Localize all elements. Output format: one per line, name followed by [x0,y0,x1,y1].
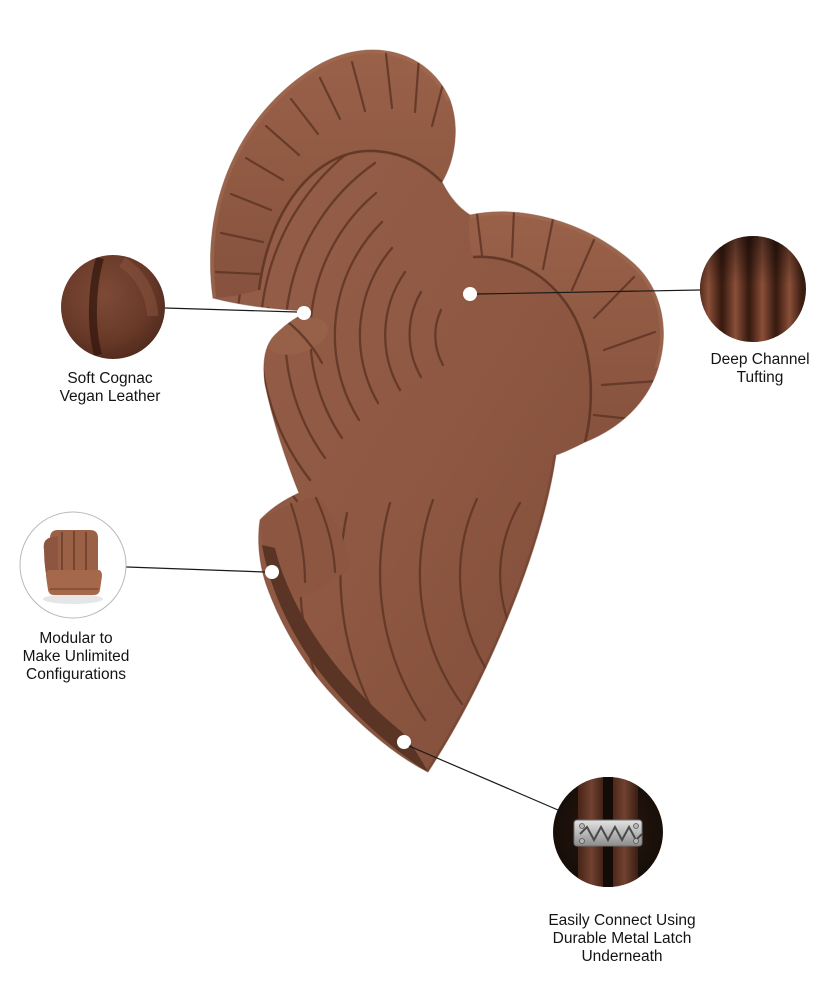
sofa-backrest-right-inner-edge [472,255,593,443]
callout-lines [125,289,701,811]
callout-label-line: Vegan Leather [59,388,161,405]
callout-line-material [164,307,298,313]
sofa-backrest-right-channels [475,208,659,422]
callout-label-line: Soft Cognac [67,370,153,387]
callout-thumbnail-tufting [700,236,806,342]
callout-label-latch: Easily Connect Using Durable Metal Latch… [548,912,695,966]
callout-label-line: Tufting [736,369,784,386]
callout-label-tufting: Deep Channel Tufting [710,351,809,387]
callout-thumbnail-material [61,255,165,359]
callout-line-modular [125,566,266,573]
callout-thumbnail-modular [19,511,127,619]
sofa-backrest-top-edge-highlight [210,49,454,299]
connector-dot-material [297,306,311,320]
callout-label-modular: Modular to Make Unlimited Configurations [23,630,130,684]
callout-label-line: Configurations [26,666,126,683]
callout-label-material: Soft Cognac Vegan Leather [60,370,161,406]
callout-label-line: Modular to [39,630,113,647]
callout-label-line: Underneath [581,948,663,965]
callout-line-tufting [476,289,701,295]
callout-line-latch [408,745,559,811]
sofa-backrest-right-edge-highlight [469,208,664,370]
modular-chair-icon [43,530,103,604]
sofa [210,49,664,773]
connector-dot-latch [397,735,411,749]
sofa-front-face-dark [262,545,428,772]
callout-label-line: Easily Connect Using [548,912,696,929]
sofa-backrest-top-channels [214,52,446,276]
callout-label-line: Deep Channel [710,351,810,368]
sofa-backrest-top-inner-edge [257,149,443,291]
sofa-right-edge-shade [425,454,559,773]
callout-label-line: Make Unlimited [22,648,130,665]
connector-dot-tufting [463,287,477,301]
connector-dot-modular [265,565,279,579]
callout-thumbnail-latch [553,777,663,887]
callout-label-line: Durable Metal Latch [552,930,692,947]
